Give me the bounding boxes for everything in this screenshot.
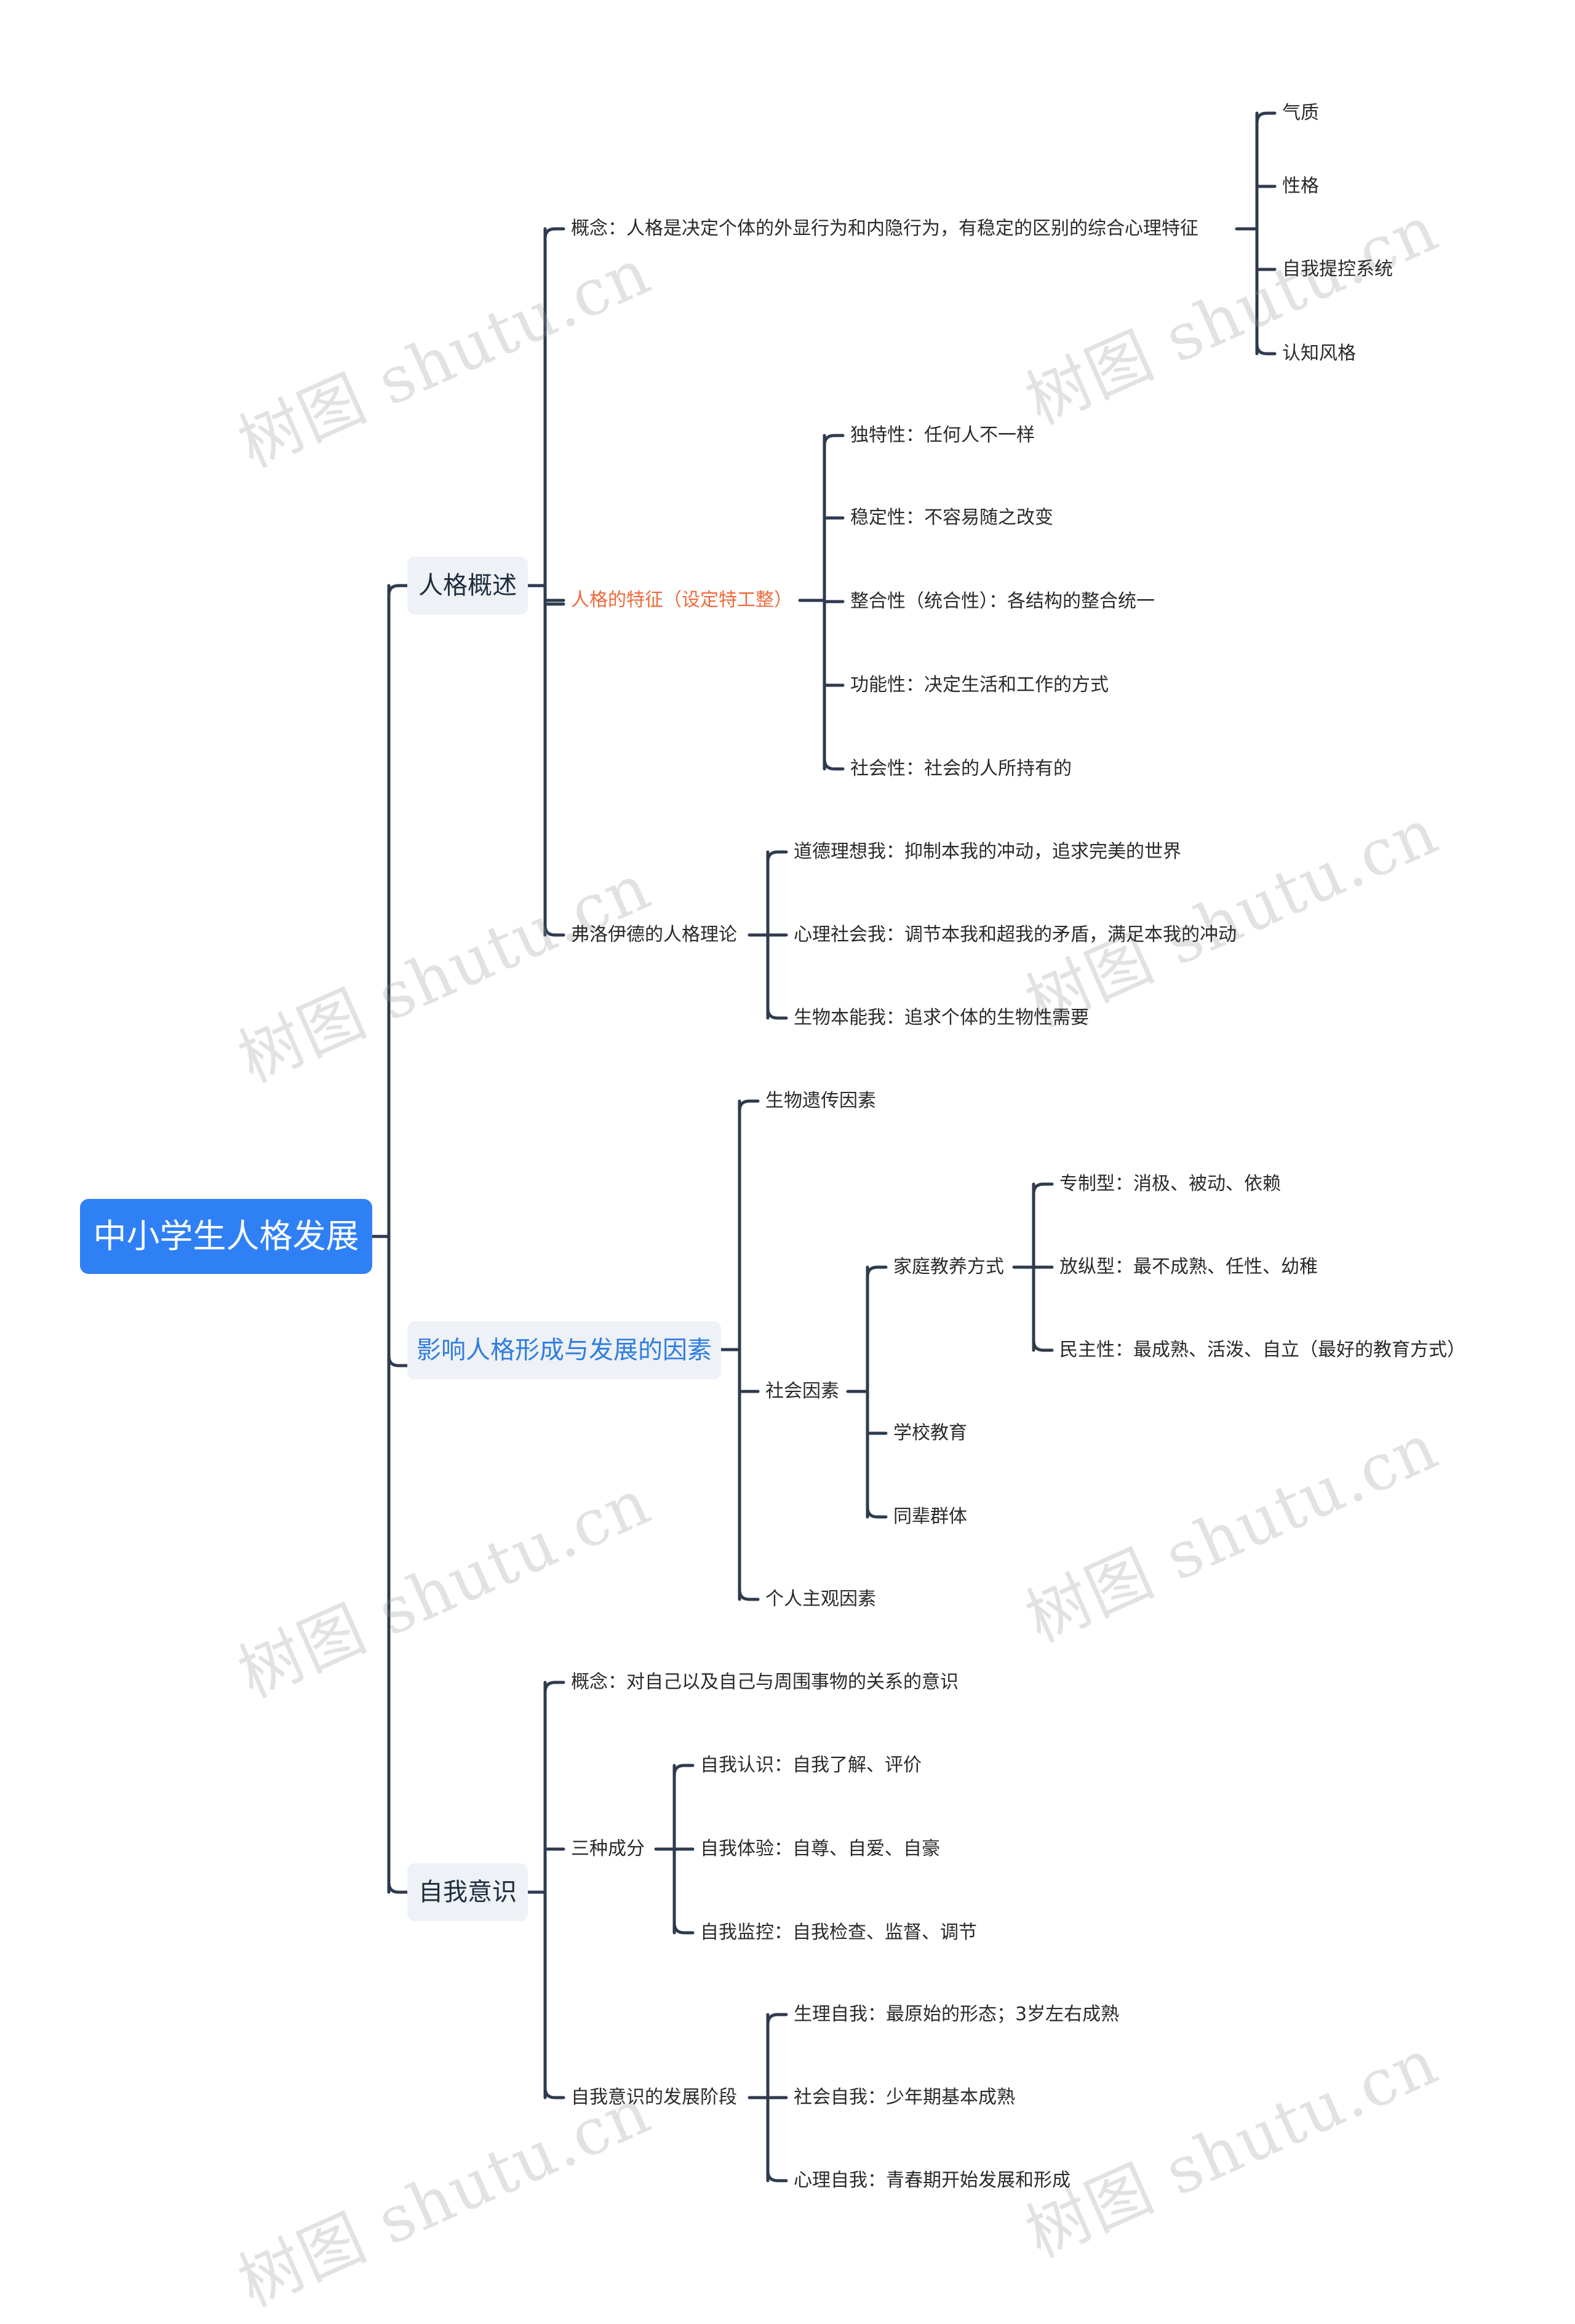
component-item[interactable]: 自我监控：自我检查、监督、调节 — [700, 1922, 977, 1943]
trait-item[interactable]: 社会性：社会的人所持有的 — [850, 758, 1072, 779]
peer-group-node[interactable]: 同辈群体 — [893, 1506, 967, 1527]
trait-item[interactable]: 功能性：决定生活和工作的方式 — [850, 674, 1109, 696]
trait-item[interactable]: 稳定性：不容易随之改变 — [850, 507, 1053, 528]
family-style-item[interactable]: 民主性：最成熟、活泼、自立（最好的教育方式） — [1059, 1339, 1465, 1361]
trait-item[interactable]: 整合性（统合性）：各结构的整合统一 — [850, 591, 1155, 612]
family-style-item[interactable]: 放纵型：最不成熟、任性、幼稚 — [1059, 1256, 1318, 1278]
trait-item[interactable]: 独特性：任何人不一样 — [850, 424, 1035, 446]
family-style-item[interactable]: 专制型：消极、被动、依赖 — [1059, 1173, 1281, 1195]
concept-child[interactable]: 气质 — [1282, 102, 1319, 124]
component-item[interactable]: 自我认识：自我了解、评价 — [700, 1754, 922, 1776]
branch-influencing-factors[interactable]: 影响人格形成与发展的因素 — [407, 1321, 721, 1379]
stages-node[interactable]: 自我意识的发展阶段 — [571, 2087, 737, 2108]
stage-item[interactable]: 生理自我：最原始的形态；3岁左右成熟 — [794, 2004, 1120, 2025]
freud-item[interactable]: 心理社会我：调节本我和超我的矛盾，满足本我的冲动 — [794, 924, 1237, 945]
social-factor-node[interactable]: 社会因素 — [765, 1380, 839, 1402]
components-node[interactable]: 三种成分 — [571, 1838, 645, 1860]
component-item[interactable]: 自我体验：自尊、自爱、自豪 — [700, 1838, 940, 1860]
freud-item[interactable]: 道德理想我：抑制本我的冲动，追求完美的世界 — [794, 841, 1181, 862]
freud-item[interactable]: 生物本能我：追求个体的生物性需要 — [794, 1007, 1089, 1029]
stage-item[interactable]: 社会自我：少年期基本成熟 — [794, 2087, 1015, 2108]
self-concept-node[interactable]: 概念：对自己以及自己与周围事物的关系的意识 — [571, 1671, 959, 1693]
concept-child[interactable]: 性格 — [1282, 175, 1319, 197]
root-node[interactable]: 中小学生人格发展 — [80, 1199, 372, 1274]
stage-item[interactable]: 心理自我：青春期开始发展和形成 — [794, 2170, 1071, 2191]
school-education-node[interactable]: 学校教育 — [893, 1422, 967, 1444]
branch-personality-overview[interactable]: 人格概述 — [407, 557, 528, 615]
concept-child[interactable]: 认知风格 — [1282, 343, 1356, 364]
bio-factor-node[interactable]: 生物遗传因素 — [765, 1090, 876, 1112]
traits-node[interactable]: 人格的特征（设定特工整） — [571, 589, 792, 611]
branch-self-consciousness[interactable]: 自我意识 — [407, 1863, 528, 1921]
family-style-node[interactable]: 家庭教养方式 — [893, 1256, 1004, 1278]
concept-node[interactable]: 概念：人格是决定个体的外显行为和内隐行为，有稳定的区别的综合心理特征 — [571, 218, 1198, 239]
freud-theory-node[interactable]: 弗洛伊德的人格理论 — [571, 924, 737, 945]
concept-child[interactable]: 自我提控系统 — [1282, 258, 1393, 280]
personal-factor-node[interactable]: 个人主观因素 — [765, 1588, 876, 1610]
